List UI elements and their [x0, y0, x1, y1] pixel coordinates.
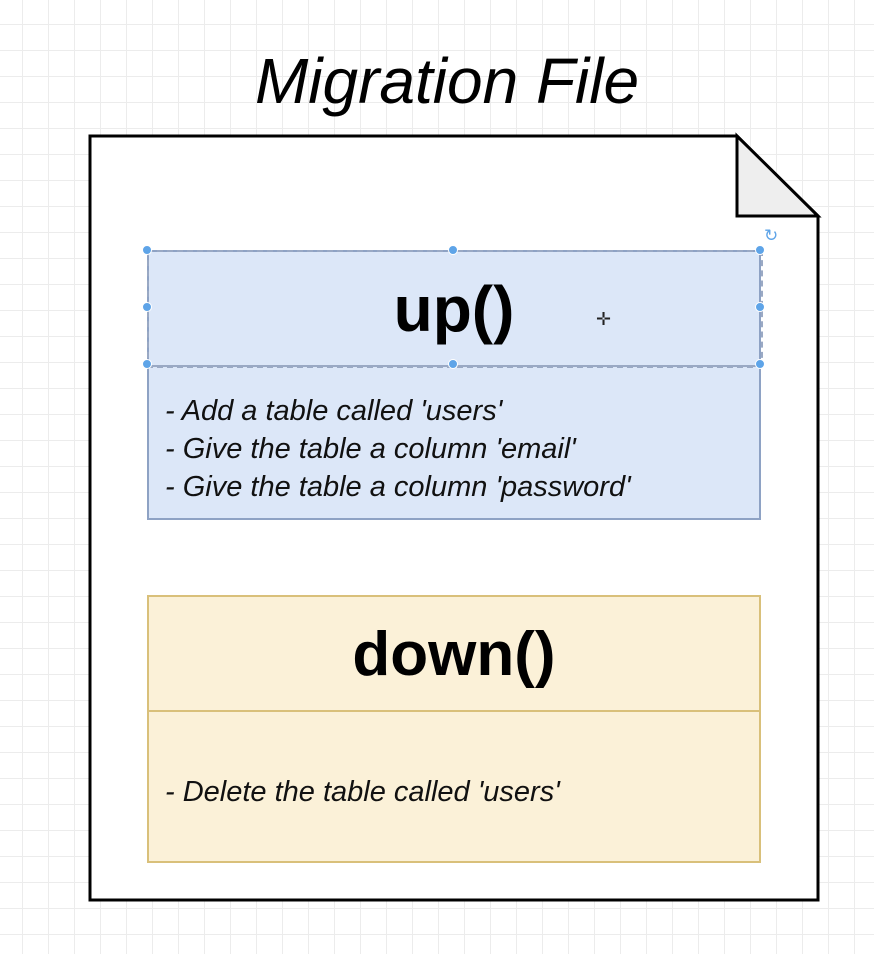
down-method-divider	[149, 710, 759, 712]
selection-handle[interactable]	[755, 245, 765, 255]
up-step-item: - Add a table called 'users'	[165, 395, 503, 427]
folded-corner	[735, 132, 822, 218]
selection-handle[interactable]	[755, 302, 765, 312]
down-method-header[interactable]: down()	[352, 619, 556, 689]
diagram-title: Migration File	[254, 45, 640, 117]
down-step-item: - Delete the table called 'users'	[165, 776, 560, 808]
up-step-item: - Give the table a column 'email'	[165, 433, 576, 465]
selection-handle[interactable]	[142, 245, 152, 255]
rotate-icon[interactable]: ↻	[764, 226, 779, 246]
selection-handle[interactable]	[448, 245, 458, 255]
up-method-steps[interactable]: - Add a table called 'users' - Give the …	[165, 392, 749, 506]
selection-handle[interactable]	[142, 359, 152, 369]
down-method-block[interactable]: down() - Delete the table called 'users'	[147, 595, 761, 863]
move-cursor-icon: ✛	[596, 309, 612, 330]
selection-handle[interactable]	[755, 359, 765, 369]
up-step-item: - Give the table a column 'password'	[165, 471, 631, 503]
selection-handle[interactable]	[142, 302, 152, 312]
down-method-steps[interactable]: - Delete the table called 'users'	[165, 773, 749, 811]
up-method-header[interactable]: up()	[393, 273, 515, 345]
selection-handle[interactable]	[448, 359, 458, 369]
selection-outline	[147, 250, 763, 368]
